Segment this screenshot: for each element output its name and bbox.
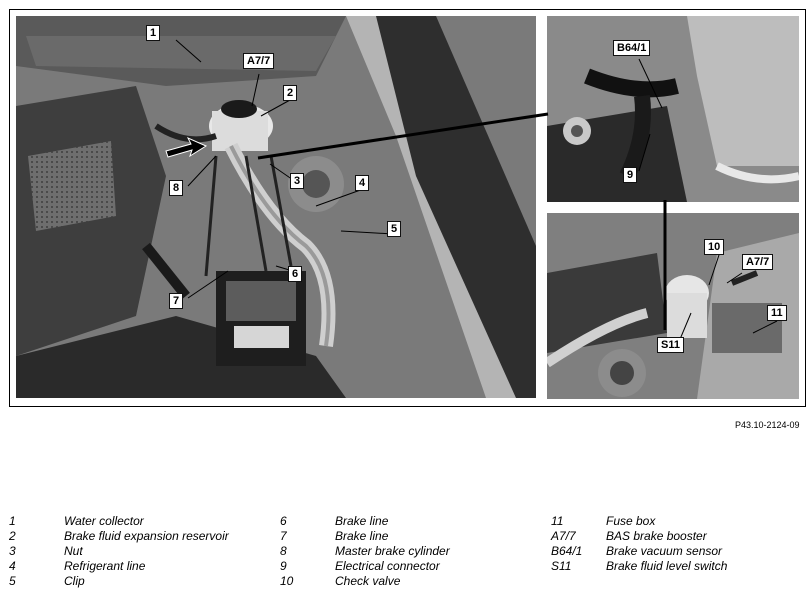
legend-item: S11 Brake fluid level switch	[551, 559, 727, 574]
legend-item: 9 Electrical connector	[280, 559, 450, 574]
legend-label: Clip	[64, 574, 85, 589]
legend-label: Check valve	[335, 574, 401, 589]
callout-8: 8	[169, 180, 184, 196]
legend-label: Brake line	[335, 528, 389, 543]
legend-label: BAS brake booster	[606, 528, 707, 543]
legend-key: 8	[280, 543, 287, 558]
legend-label: Water collector	[64, 513, 144, 528]
legend-column-1: 1 Water collector 2 Brake fluid expansion …	[9, 513, 229, 589]
callout-9: 9	[623, 167, 638, 183]
legend-key: 10	[280, 574, 294, 589]
legend-key: 3	[9, 543, 16, 558]
inset-vacuum-sensor-photo	[547, 16, 799, 202]
callout-3: 3	[290, 173, 305, 189]
inset-fluid-level-switch-photo	[547, 213, 799, 399]
legend-item: 6 Brake line	[280, 513, 450, 528]
legend-item: 8 Master brake cylinder	[280, 543, 450, 558]
legend-key: 7	[280, 528, 287, 543]
legend-item: A7/7 BAS brake booster	[551, 528, 727, 543]
legend-label: Master brake cylinder	[335, 543, 450, 558]
legend-label: Refrigerant line	[64, 559, 146, 574]
legend-key: 11	[551, 513, 564, 528]
legend-key: 4	[9, 559, 16, 574]
callout-10: 10	[704, 239, 725, 255]
legend-item: 2 Brake fluid expansion reservoir	[9, 528, 229, 543]
main-engine-photo	[16, 16, 536, 398]
legend-label: Brake line	[335, 513, 389, 528]
legend-label: Brake fluid expansion reservoir	[64, 528, 229, 543]
figure-frame: 1 A7/7 2 3 4 5 6 7 8 B64/1 9 10 A7/7 11 …	[9, 9, 806, 407]
legend-item: 4 Refrigerant line	[9, 559, 229, 574]
legend-item: B64/1 Brake vacuum sensor	[551, 543, 727, 558]
callout-5: 5	[387, 221, 402, 237]
legend-label: Nut	[64, 543, 83, 558]
legend-key: 2	[9, 528, 16, 543]
legend-item: 5 Clip	[9, 574, 229, 589]
callout-7: 7	[169, 293, 184, 309]
legend-key: 9	[280, 559, 287, 574]
callout-6: 6	[288, 266, 303, 282]
legend-item: 11 Fuse box	[551, 513, 727, 528]
legend-item: 7 Brake line	[280, 528, 450, 543]
reference-code: P43.10-2124-09	[735, 420, 800, 430]
legend-label: Brake fluid level switch	[606, 559, 728, 574]
legend-item: 1 Water collector	[9, 513, 229, 528]
legend-key: 5	[9, 574, 16, 589]
legend-key: A7/7	[551, 528, 576, 543]
legend-label: Electrical connector	[335, 559, 440, 574]
legend-key: B64/1	[551, 543, 583, 558]
callout-2: 2	[283, 85, 298, 101]
legend-key: 1	[9, 513, 16, 528]
legend-label: Brake vacuum sensor	[606, 543, 723, 558]
legend-label: Fuse box	[606, 513, 656, 528]
callout-1: 1	[146, 25, 161, 41]
callout-4: 4	[355, 175, 370, 191]
legend-key: S11	[551, 559, 572, 574]
legend-key: 6	[280, 513, 287, 528]
callout-11: 11	[767, 305, 787, 321]
legend-item: 10 Check valve	[280, 574, 450, 589]
callout-b64-1: B64/1	[613, 40, 651, 56]
callout-s11: S11	[657, 337, 684, 353]
legend-item: 3 Nut	[9, 543, 229, 558]
callout-a7-7-main: A7/7	[243, 53, 275, 69]
callout-a7-7-inset: A7/7	[742, 254, 774, 270]
